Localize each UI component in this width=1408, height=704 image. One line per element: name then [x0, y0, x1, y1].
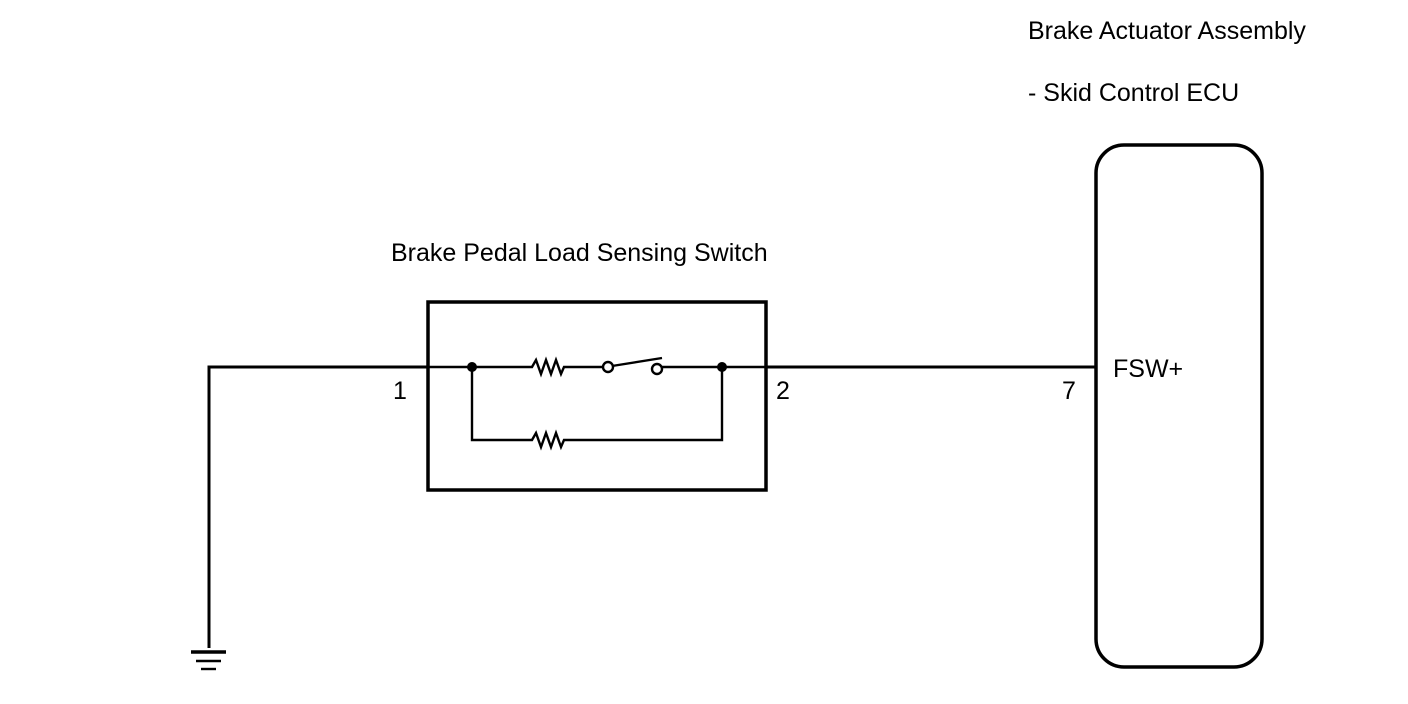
ecu-title: Brake Actuator Assembly: [1028, 17, 1306, 45]
ground-icon: [191, 650, 226, 671]
switch-icon: [601, 356, 664, 376]
internal-wire: [470, 367, 528, 442]
ecu-subtitle: - Skid Control ECU: [1028, 79, 1239, 107]
resistor-icon: [528, 429, 568, 451]
ecu-pin-number: 7: [1062, 377, 1076, 405]
internal-wire: [568, 367, 724, 442]
switch-box: [426, 300, 768, 492]
ground-wire: [207, 365, 428, 648]
ecu-box: [1094, 143, 1264, 669]
resistor-icon: [528, 356, 568, 378]
ecu-terminal-label: FSW+: [1113, 355, 1183, 383]
switch-pin-right: 2: [776, 377, 790, 405]
switch-pin-left: 1: [393, 377, 407, 405]
switch-title: Brake Pedal Load Sensing Switch: [391, 239, 768, 267]
